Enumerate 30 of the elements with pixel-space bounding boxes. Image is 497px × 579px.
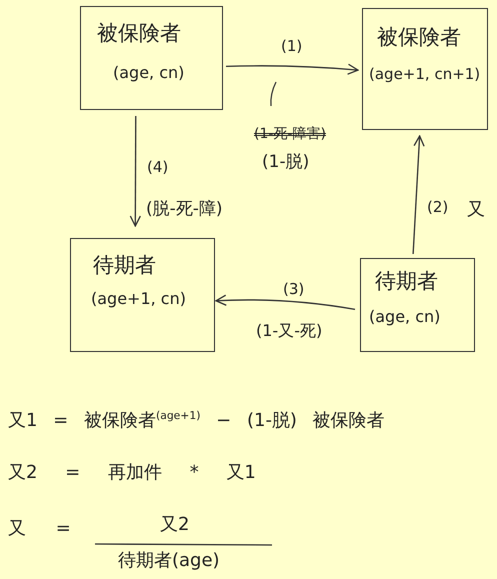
state-name: 待期者	[375, 269, 438, 294]
state-parameters: (age, cn)	[113, 63, 184, 82]
state-box	[70, 238, 215, 352]
struck-out-text: (1-死-障害)	[254, 126, 326, 143]
probability-label: (1-脱)	[262, 152, 310, 172]
probability-label: (脱-死-障)	[146, 199, 223, 220]
arrow	[130, 116, 141, 227]
arrow	[215, 294, 356, 310]
edge-label: (4)	[146, 158, 170, 176]
edge-label: (2)	[426, 198, 450, 216]
state-name: 被保険者	[377, 25, 461, 50]
formula: 又2 = 再加件 * 又1	[8, 462, 256, 484]
edge-label: (1)	[280, 37, 304, 55]
numerator: 又2	[160, 514, 190, 536]
probability-label: (1-又-死)	[256, 321, 322, 340]
state-box	[362, 8, 488, 130]
state-box	[80, 6, 223, 110]
arrow	[226, 64, 359, 75]
symbol-label: 又	[467, 199, 485, 221]
state-parameters: (age+1, cn)	[91, 289, 186, 308]
state-name: 待期者	[93, 253, 156, 278]
formula: 又 =	[8, 518, 71, 540]
edge-label: (3)	[282, 280, 306, 298]
state-box	[360, 258, 475, 352]
formula: 又1 = 被保険者$^{(age+1)}$ − (1-脱) 被保険者	[8, 410, 385, 432]
state-parameters: (age+1, cn+1)	[369, 65, 480, 83]
state-name: 被保険者	[97, 21, 181, 46]
arrow	[412, 135, 425, 254]
state-parameters: (age, cn)	[369, 307, 440, 326]
denominator: 待期者(age)	[118, 550, 220, 572]
